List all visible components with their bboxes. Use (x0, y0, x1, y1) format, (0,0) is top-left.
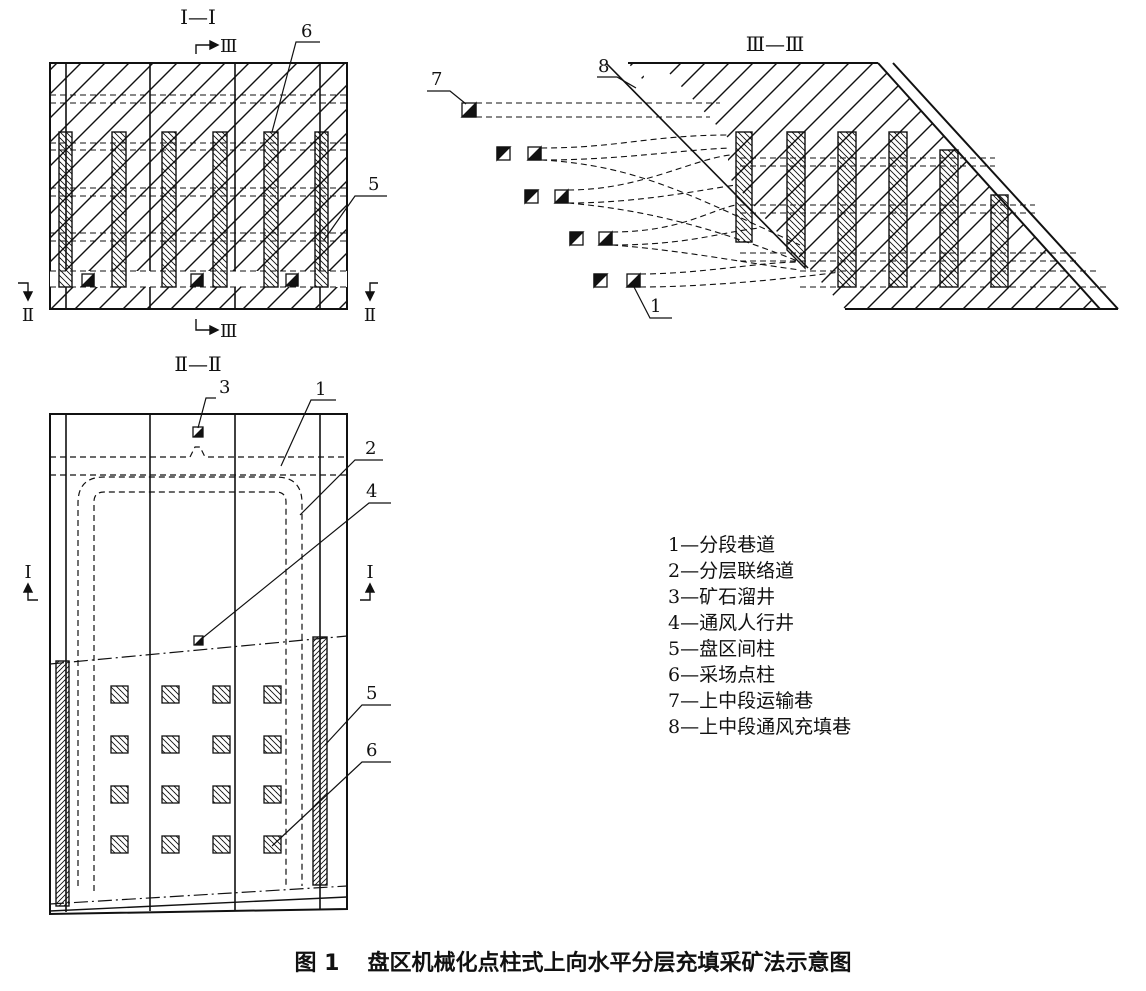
plan-dashed-drifts (50, 446, 347, 891)
legend-item: 1—分段巷道 (668, 534, 776, 556)
mark-I-left: Ⅰ (24, 562, 31, 583)
callout-8: 8 (598, 56, 609, 77)
legend-item: 8—上中段通风充填巷 (668, 716, 852, 738)
dash-dot-lines (49, 635, 348, 905)
upper-unhatched-zone (640, 63, 728, 270)
legend-item: 7—上中段运输巷 (668, 690, 814, 712)
ore-pass-icons (80, 272, 299, 287)
slope-orebody-hatch (628, 63, 1100, 309)
plan-bottom-solid (49, 896, 348, 912)
drift-end-icons (460, 101, 641, 289)
point-pillars-side (58, 131, 329, 288)
leader-lines-III-III (427, 76, 672, 319)
ore-pass-3-fill (193, 427, 203, 437)
legend-item: 5—盘区间柱 (668, 638, 776, 660)
section-I-I-title: Ⅰ—Ⅰ (180, 5, 216, 29)
panel-pillar-left (55, 660, 70, 907)
callout-6-top: 6 (301, 21, 312, 42)
section-III-markers (195, 39, 220, 336)
section-III-III-title: Ⅲ—Ⅲ (746, 32, 805, 56)
callout-6-plan: 6 (366, 740, 377, 761)
slope-boundary (628, 62, 1119, 310)
section-I-I-view: Ⅰ—Ⅰ (18, 5, 387, 342)
slope-point-pillars (735, 131, 1009, 288)
view-frame (49, 62, 348, 310)
figure-title: 盘区机械化点柱式上向水平分层充填采矿法示意图 (367, 951, 852, 976)
mark-III-bottom: Ⅲ (220, 321, 237, 342)
mark-II-left: Ⅱ (22, 305, 34, 326)
mark-I-right: Ⅰ (366, 562, 373, 583)
callout-1-plan: 1 (315, 379, 326, 400)
legend-item: 2—分层联络道 (668, 560, 795, 582)
leader-lines-II-II (197, 397, 391, 847)
figure-caption: 图 1 盘区机械化点柱式上向水平分层充填采矿法示意图 (0, 945, 1146, 977)
section-II-II-view: Ⅱ—Ⅱ (22, 352, 391, 916)
callout-1-slope: 1 (650, 296, 661, 317)
legend-item: 3—矿石溜井 (668, 586, 776, 608)
section-I-markers (22, 582, 376, 601)
section-II-markers (18, 282, 378, 302)
callout-5-top: 5 (368, 174, 379, 195)
plan-frame (49, 413, 348, 916)
callout-2: 2 (365, 438, 376, 459)
callout-7: 7 (431, 69, 442, 90)
callout-5-plan: 5 (366, 683, 377, 704)
legend-item: 6—采场点柱 (668, 664, 776, 686)
section-III-III-view: Ⅲ—Ⅲ (427, 32, 1119, 319)
panel-pillar-right (312, 636, 328, 886)
leader-lines-I-I (271, 41, 387, 241)
legend: 1—分段巷道 2—分层联络道 3—矿石溜井 4—通风人行井 5—盘区间柱 6—采… (668, 532, 851, 740)
callout-4: 4 (366, 481, 377, 502)
callout-3: 3 (219, 377, 230, 398)
vent-shaft-4-fill (194, 636, 203, 645)
mark-III-top: Ⅲ (220, 36, 237, 57)
haulage-drift-7 (476, 102, 720, 118)
sublevel-drifts-fanning (540, 134, 841, 288)
figure-number: 图 1 (294, 951, 340, 976)
orebody-hatch (50, 63, 347, 309)
drift-8-line (605, 62, 809, 269)
mark-II-right: Ⅱ (364, 305, 376, 326)
legend-item: 4—通风人行井 (668, 612, 795, 634)
point-pillar-grid (110, 685, 282, 854)
section-II-II-title: Ⅱ—Ⅱ (174, 352, 221, 376)
